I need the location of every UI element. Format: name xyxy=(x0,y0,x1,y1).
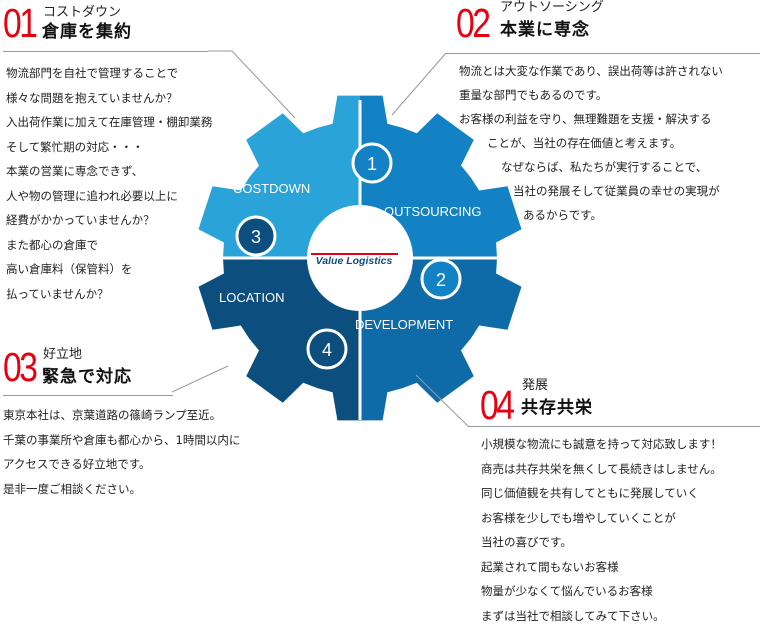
section-subtitle: コストダウン xyxy=(43,6,121,19)
body-line: アクセスできる好立地です。 xyxy=(3,452,240,477)
body-line: 人や物の管理に追われ必要以上に xyxy=(6,184,212,209)
body-line: 様々な問題を抱えていませんか？ xyxy=(6,86,212,111)
body-line: なぜならば、私たちが実行することで、 xyxy=(501,155,707,180)
section-title: 本業に専念 xyxy=(500,22,590,39)
body-line: また都心の倉庫で xyxy=(6,233,212,258)
section-number: 03 xyxy=(3,347,35,388)
section-title: 共存共栄 xyxy=(521,400,593,417)
body-line: あるからです。 xyxy=(523,203,602,228)
section-subtitle: 発展 xyxy=(522,379,548,392)
section-subtitle: 好立地 xyxy=(43,348,82,361)
segment-label-outsourcing: OUTSOURCING xyxy=(384,204,482,219)
center-logo: Value Logistics xyxy=(316,255,393,267)
body-line: 物流とは大変な作業であり、誤出荷等は許されない xyxy=(459,59,723,84)
section-title: 緊急で対応 xyxy=(42,369,132,386)
section-body: 物流部門を自社で管理することで 様々な問題を抱えていませんか？ 入出荷作業に加え… xyxy=(6,61,212,306)
section-title: 倉庫を集約 xyxy=(42,24,132,41)
section-subtitle: アウトソーシング xyxy=(500,1,604,14)
section-body: 小規模な物流にも誠意を持って対応致します！ 商売は共存共栄を無くして長続きはしま… xyxy=(481,432,722,628)
body-line: お客様の利益を守り、無理難題を支援・解決する xyxy=(459,107,712,132)
segment-label-development: DEVELOPMENT xyxy=(355,317,453,332)
body-line: 本業の営業に専念できず、 xyxy=(6,159,212,184)
body-line: 小規模な物流にも誠意を持って対応致します！ xyxy=(481,432,722,457)
section-number: 01 xyxy=(3,3,35,44)
segment-label-location: LOCATION xyxy=(219,290,285,305)
body-line: 是非一度ご相談ください。 xyxy=(3,477,240,502)
body-line: 東京本社は、京葉道路の篠崎ランプ至近。 xyxy=(3,403,240,428)
body-line: まずは当社で相談してみて下さい。 xyxy=(481,604,722,628)
leader-line-01 xyxy=(208,51,295,118)
segment-number-4: 4 xyxy=(322,340,332,360)
body-line: 経費がかかっていませんか？ xyxy=(6,208,212,233)
section-underline xyxy=(3,51,208,52)
section-underline xyxy=(446,53,760,54)
body-line: 重量な部門でもあるのです。 xyxy=(459,83,607,108)
body-line: お客様を少しでも増やしていくことが xyxy=(481,506,722,531)
segment-number-3: 3 xyxy=(251,227,261,247)
body-line: そして繁忙期の対応・・・ xyxy=(6,135,212,160)
section-underline xyxy=(468,426,760,427)
segment-label-costdown: COSTDOWN xyxy=(233,181,310,196)
leader-line-03 xyxy=(172,366,228,392)
body-line: 物量が少なくて悩んでいるお客様 xyxy=(481,579,722,604)
segment-number-1: 1 xyxy=(367,154,377,174)
body-line: 当社の発展そして従業員の幸せの実現が xyxy=(513,179,720,204)
body-line: 同じ価値観を共有してともに発展していく xyxy=(481,481,722,506)
body-line: 商売は共存共栄を無くして長続きはしません。 xyxy=(481,457,722,482)
body-line: ことが、当社の存在価値と考えます。 xyxy=(487,131,681,156)
section-number: 04 xyxy=(480,385,512,426)
body-line: 入出荷作業に加えて在庫管理・棚卸業務 xyxy=(6,110,212,135)
body-line: 払っていませんか？ xyxy=(6,282,212,307)
body-line: 物流部門を自社で管理することで xyxy=(6,61,212,86)
body-line: 千葉の事業所や倉庫も都心から、1時間以内に xyxy=(3,428,240,453)
body-line: 当社の喜びです。 xyxy=(481,530,722,555)
leader-line-02 xyxy=(392,53,446,115)
segment-number-2: 2 xyxy=(436,270,446,290)
body-line: 起業されて間もないお客様 xyxy=(481,555,722,580)
section-underline xyxy=(3,395,173,396)
body-line: 高い倉庫料（保管料）を xyxy=(6,257,212,282)
section-number: 02 xyxy=(456,3,488,44)
section-body: 東京本社は、京葉道路の篠崎ランプ至近。 千葉の事業所や倉庫も都心から、1時間以内… xyxy=(3,403,240,501)
